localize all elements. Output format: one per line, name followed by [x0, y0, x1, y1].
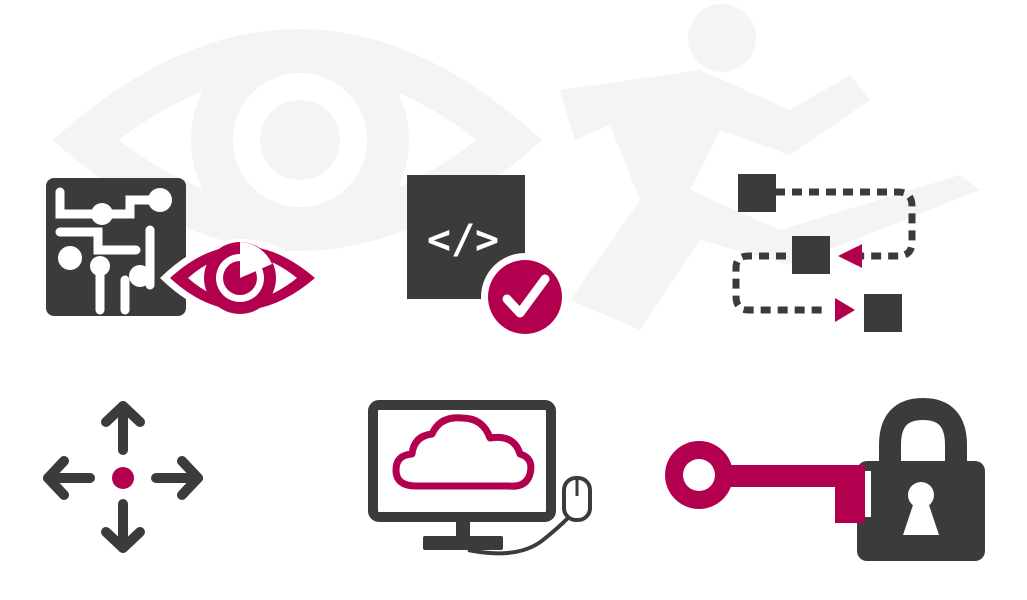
lock-shackle: [879, 397, 967, 475]
move-arrows-icon: [40, 400, 210, 560]
code-check-icon: </>: [405, 175, 570, 345]
mouse-cable: [467, 516, 570, 556]
key-bit: [835, 465, 865, 523]
workflow-icon: [730, 170, 930, 340]
code-glyph: </>: [427, 217, 499, 263]
watermark-eye-icon: [52, 29, 543, 251]
check-icon: [502, 274, 550, 318]
mouse-icon: [562, 476, 592, 522]
watermark-runner-icon: [560, 4, 980, 330]
cloud-icon: [392, 414, 535, 490]
check-badge: [488, 260, 562, 334]
move-center-dot: [112, 467, 134, 489]
key-lock-icon: [655, 395, 990, 570]
watermark-pupil: [260, 100, 340, 180]
cloud-monitor-icon: [368, 400, 618, 560]
circuit-eye-icon: [40, 170, 340, 325]
